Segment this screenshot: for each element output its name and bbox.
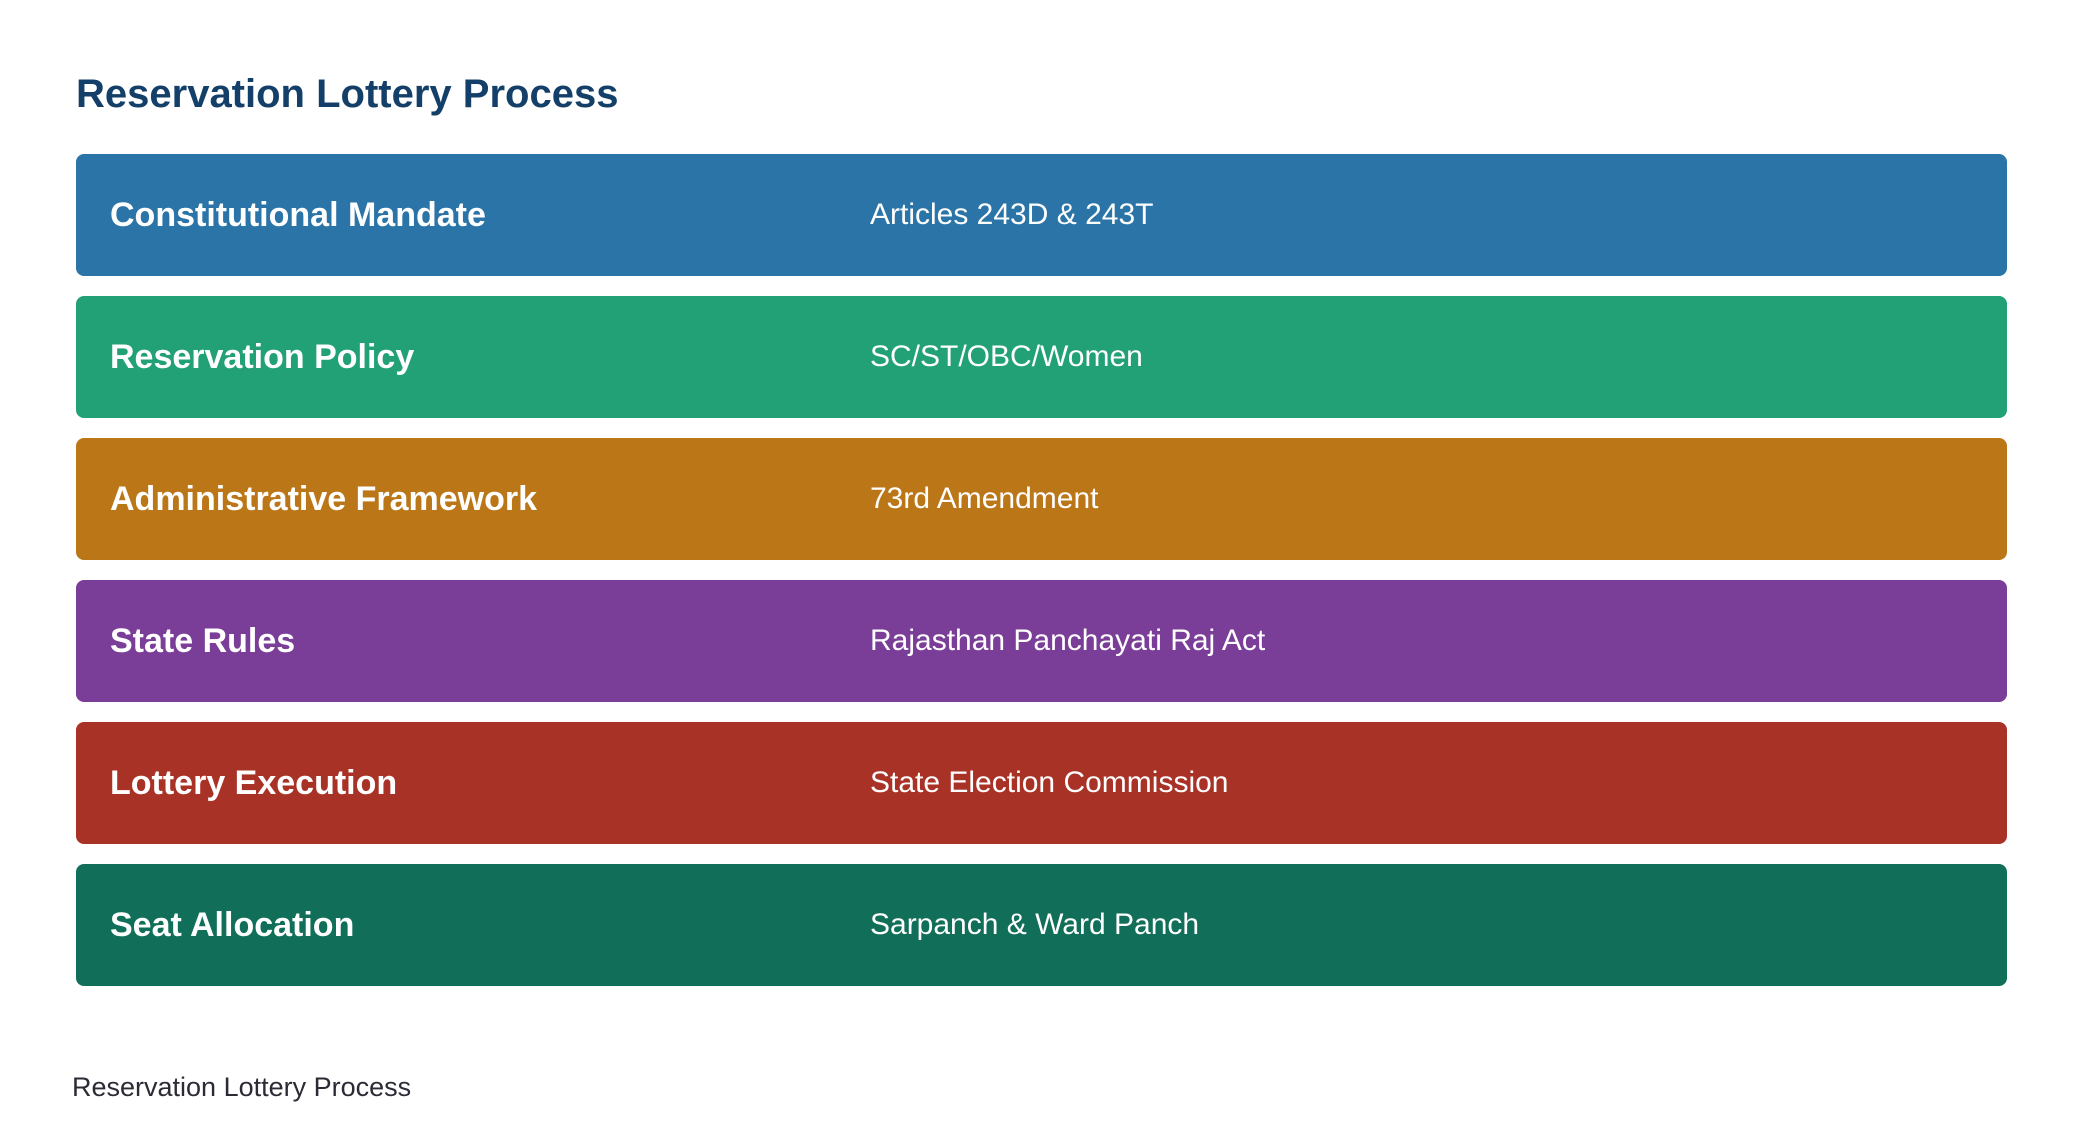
step-value: State Election Commission <box>870 766 1229 799</box>
process-step-reservation-policy: Reservation Policy SC/ST/OBC/Women <box>76 296 2007 418</box>
process-steps: Constitutional Mandate Articles 243D & 2… <box>76 154 2007 1006</box>
step-label: Reservation Policy <box>110 337 415 376</box>
process-step-constitutional-mandate: Constitutional Mandate Articles 243D & 2… <box>76 154 2007 276</box>
step-value: Sarpanch & Ward Panch <box>870 908 1200 941</box>
process-step-seat-allocation: Seat Allocation Sarpanch & Ward Panch <box>76 864 2007 986</box>
page-title: Reservation Lottery Process <box>76 72 619 116</box>
step-value: 73rd Amendment <box>870 482 1099 515</box>
step-label: Administrative Framework <box>110 479 538 518</box>
process-step-administrative-framework: Administrative Framework 73rd Amendment <box>76 438 2007 560</box>
process-step-lottery-execution: Lottery Execution State Election Commiss… <box>76 722 2007 844</box>
footer-caption: Reservation Lottery Process <box>72 1072 412 1102</box>
step-value: Articles 243D & 243T <box>870 198 1154 231</box>
step-label: Seat Allocation <box>110 905 355 944</box>
step-value: SC/ST/OBC/Women <box>870 340 1143 373</box>
step-label: Constitutional Mandate <box>110 195 486 234</box>
step-label: Lottery Execution <box>110 763 398 802</box>
process-step-state-rules: State Rules Rajasthan Panchayati Raj Act <box>76 580 2007 702</box>
step-label: State Rules <box>110 621 296 660</box>
step-value: Rajasthan Panchayati Raj Act <box>870 624 1266 657</box>
